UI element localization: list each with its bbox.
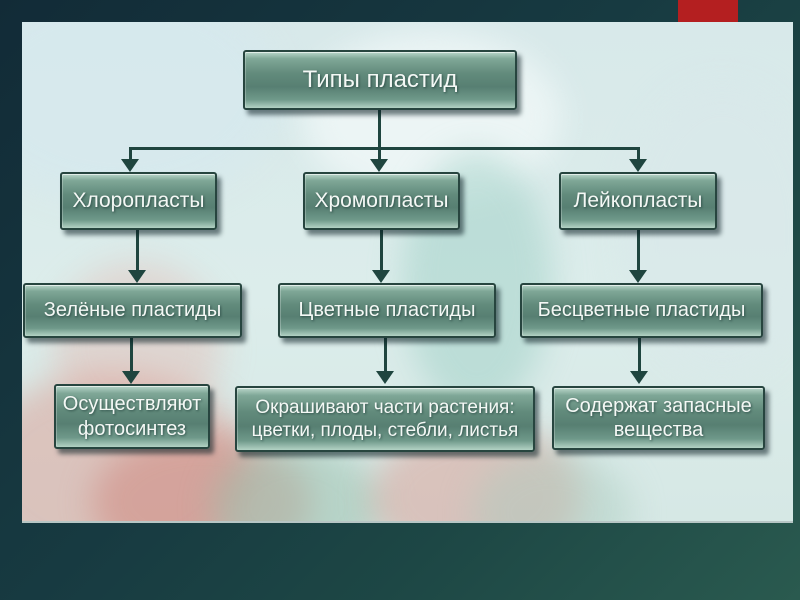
- arrow-down-icon: [372, 270, 390, 283]
- node-label: Цветные пластиды: [298, 299, 476, 322]
- node-label: Осуществляют фотосинтез: [62, 393, 202, 440]
- node-label: Хлоропласты: [72, 189, 205, 213]
- node-type-chromoplasts: Хромопласты: [303, 172, 460, 230]
- connector-line: [130, 338, 133, 372]
- node-label: Содержат запасные вещества: [565, 394, 752, 441]
- node-category-colored: Цветные пластиды: [278, 283, 496, 338]
- connector-line: [129, 147, 640, 150]
- node-category-green: Зелёные пластиды: [23, 283, 242, 338]
- node-type-leucoplasts: Лейкопласты: [559, 172, 717, 230]
- node-label: Окрашивают части растения: цветки, плоды…: [251, 396, 519, 441]
- node-category-colorless: Бесцветные пластиды: [520, 283, 763, 338]
- node-label: Зелёные пластиды: [43, 299, 222, 322]
- connector-line: [384, 338, 387, 372]
- connector-line: [129, 147, 132, 161]
- arrow-down-icon: [370, 159, 388, 172]
- connector-line: [638, 338, 641, 372]
- node-root: Типы пластид: [243, 50, 517, 110]
- arrow-down-icon: [376, 371, 394, 384]
- arrow-down-icon: [629, 270, 647, 283]
- node-function-photosynthesis: Осуществляют фотосинтез: [54, 384, 210, 449]
- node-label: Бесцветные пластиды: [537, 299, 746, 322]
- connector-line: [378, 147, 381, 161]
- connector-line: [380, 230, 383, 271]
- arrow-down-icon: [121, 159, 139, 172]
- node-label: Лейкопласты: [573, 189, 703, 213]
- node-function-coloring: Окрашивают части растения: цветки, плоды…: [235, 386, 535, 452]
- arrow-down-icon: [122, 371, 140, 384]
- arrow-down-icon: [629, 159, 647, 172]
- connector-line: [378, 110, 381, 149]
- arrow-down-icon: [630, 371, 648, 384]
- node-function-storage: Содержат запасные вещества: [552, 386, 765, 450]
- node-label: Хромопласты: [314, 189, 449, 213]
- connector-line: [136, 230, 139, 271]
- node-root-label: Типы пластид: [302, 66, 458, 94]
- connector-line: [637, 230, 640, 271]
- accent-bar-red: [678, 0, 738, 22]
- node-type-chloroplasts: Хлоропласты: [60, 172, 217, 230]
- connector-line: [637, 147, 640, 161]
- arrow-down-icon: [128, 270, 146, 283]
